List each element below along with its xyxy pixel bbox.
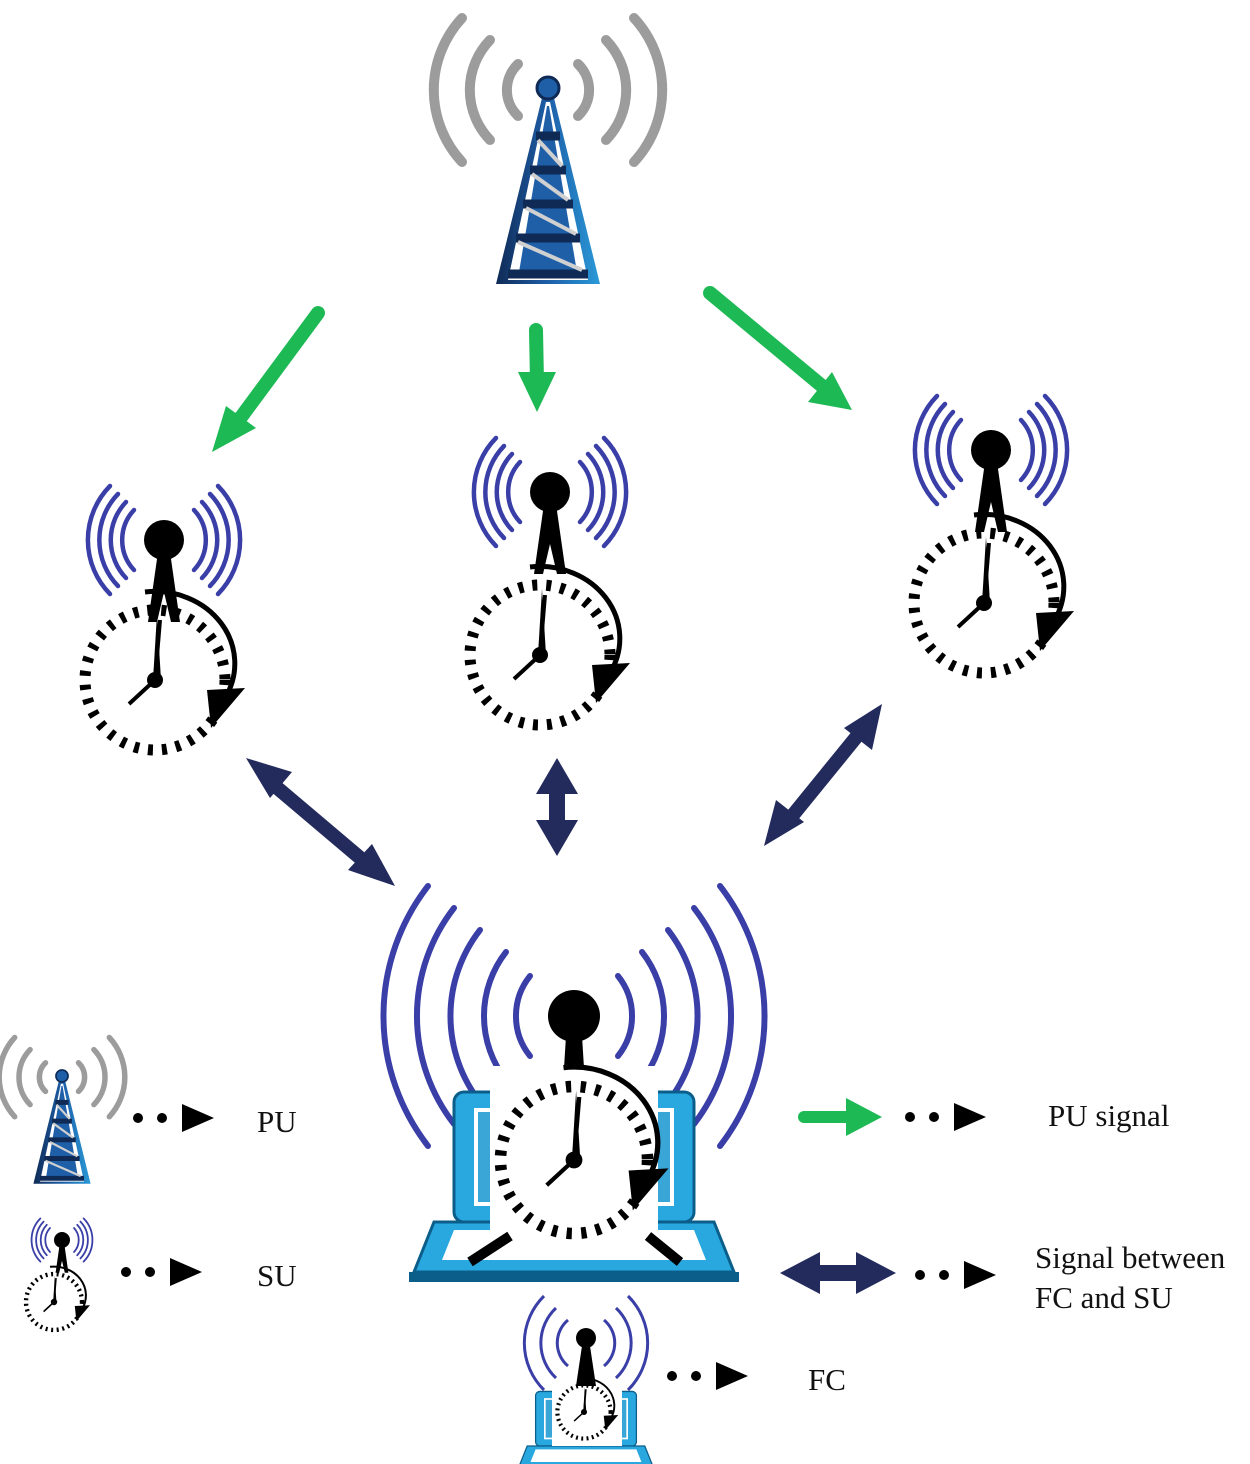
fc-su-arrow-right xyxy=(764,704,882,846)
legend-label-fc-su-line2: FC and SU xyxy=(1035,1280,1173,1315)
legend-fc-pointer xyxy=(667,1362,748,1390)
legend-label-fc-su-signal: Signal between FC and SU xyxy=(1035,1238,1225,1318)
legend-pu-icon xyxy=(0,1038,125,1184)
su-node-left xyxy=(55,486,255,750)
pu-signal-arrow-center xyxy=(518,323,556,412)
legend-pu-pointer xyxy=(133,1104,214,1132)
legend-label-pu: PU xyxy=(257,1104,297,1139)
legend-pu-signal-arrow xyxy=(798,1098,882,1136)
pu-signal-arrow-right xyxy=(703,286,852,410)
clock-icon xyxy=(440,555,640,725)
fc-waves xyxy=(380,883,768,1149)
fc-su-arrow-left xyxy=(246,758,395,886)
legend-fc-icon xyxy=(516,1294,656,1464)
su-node-right xyxy=(884,396,1084,673)
su-node-center xyxy=(440,438,640,725)
legend-label-fc: FC xyxy=(808,1362,846,1397)
su-antenna-icon xyxy=(915,396,1067,532)
fc-node xyxy=(380,883,768,1284)
su-antenna-icon xyxy=(474,438,626,574)
pu-signal-arrow-left xyxy=(212,306,325,452)
pu-tower-icon xyxy=(434,18,662,284)
legend-pu-signal-pointer xyxy=(905,1103,986,1131)
legend-label-pu-signal: PU signal xyxy=(1048,1098,1170,1133)
su-antenna-icon xyxy=(88,486,240,622)
legend-su-icon xyxy=(14,1217,94,1330)
legend-label-su: SU xyxy=(257,1258,297,1293)
fc-su-arrow-center xyxy=(536,758,578,856)
legend-fc-su-pointer xyxy=(915,1261,996,1289)
legend-fc-su-arrow xyxy=(780,1252,896,1294)
legend-label-fc-su-line1: Signal between xyxy=(1035,1240,1226,1275)
legend-su-pointer xyxy=(121,1258,202,1286)
